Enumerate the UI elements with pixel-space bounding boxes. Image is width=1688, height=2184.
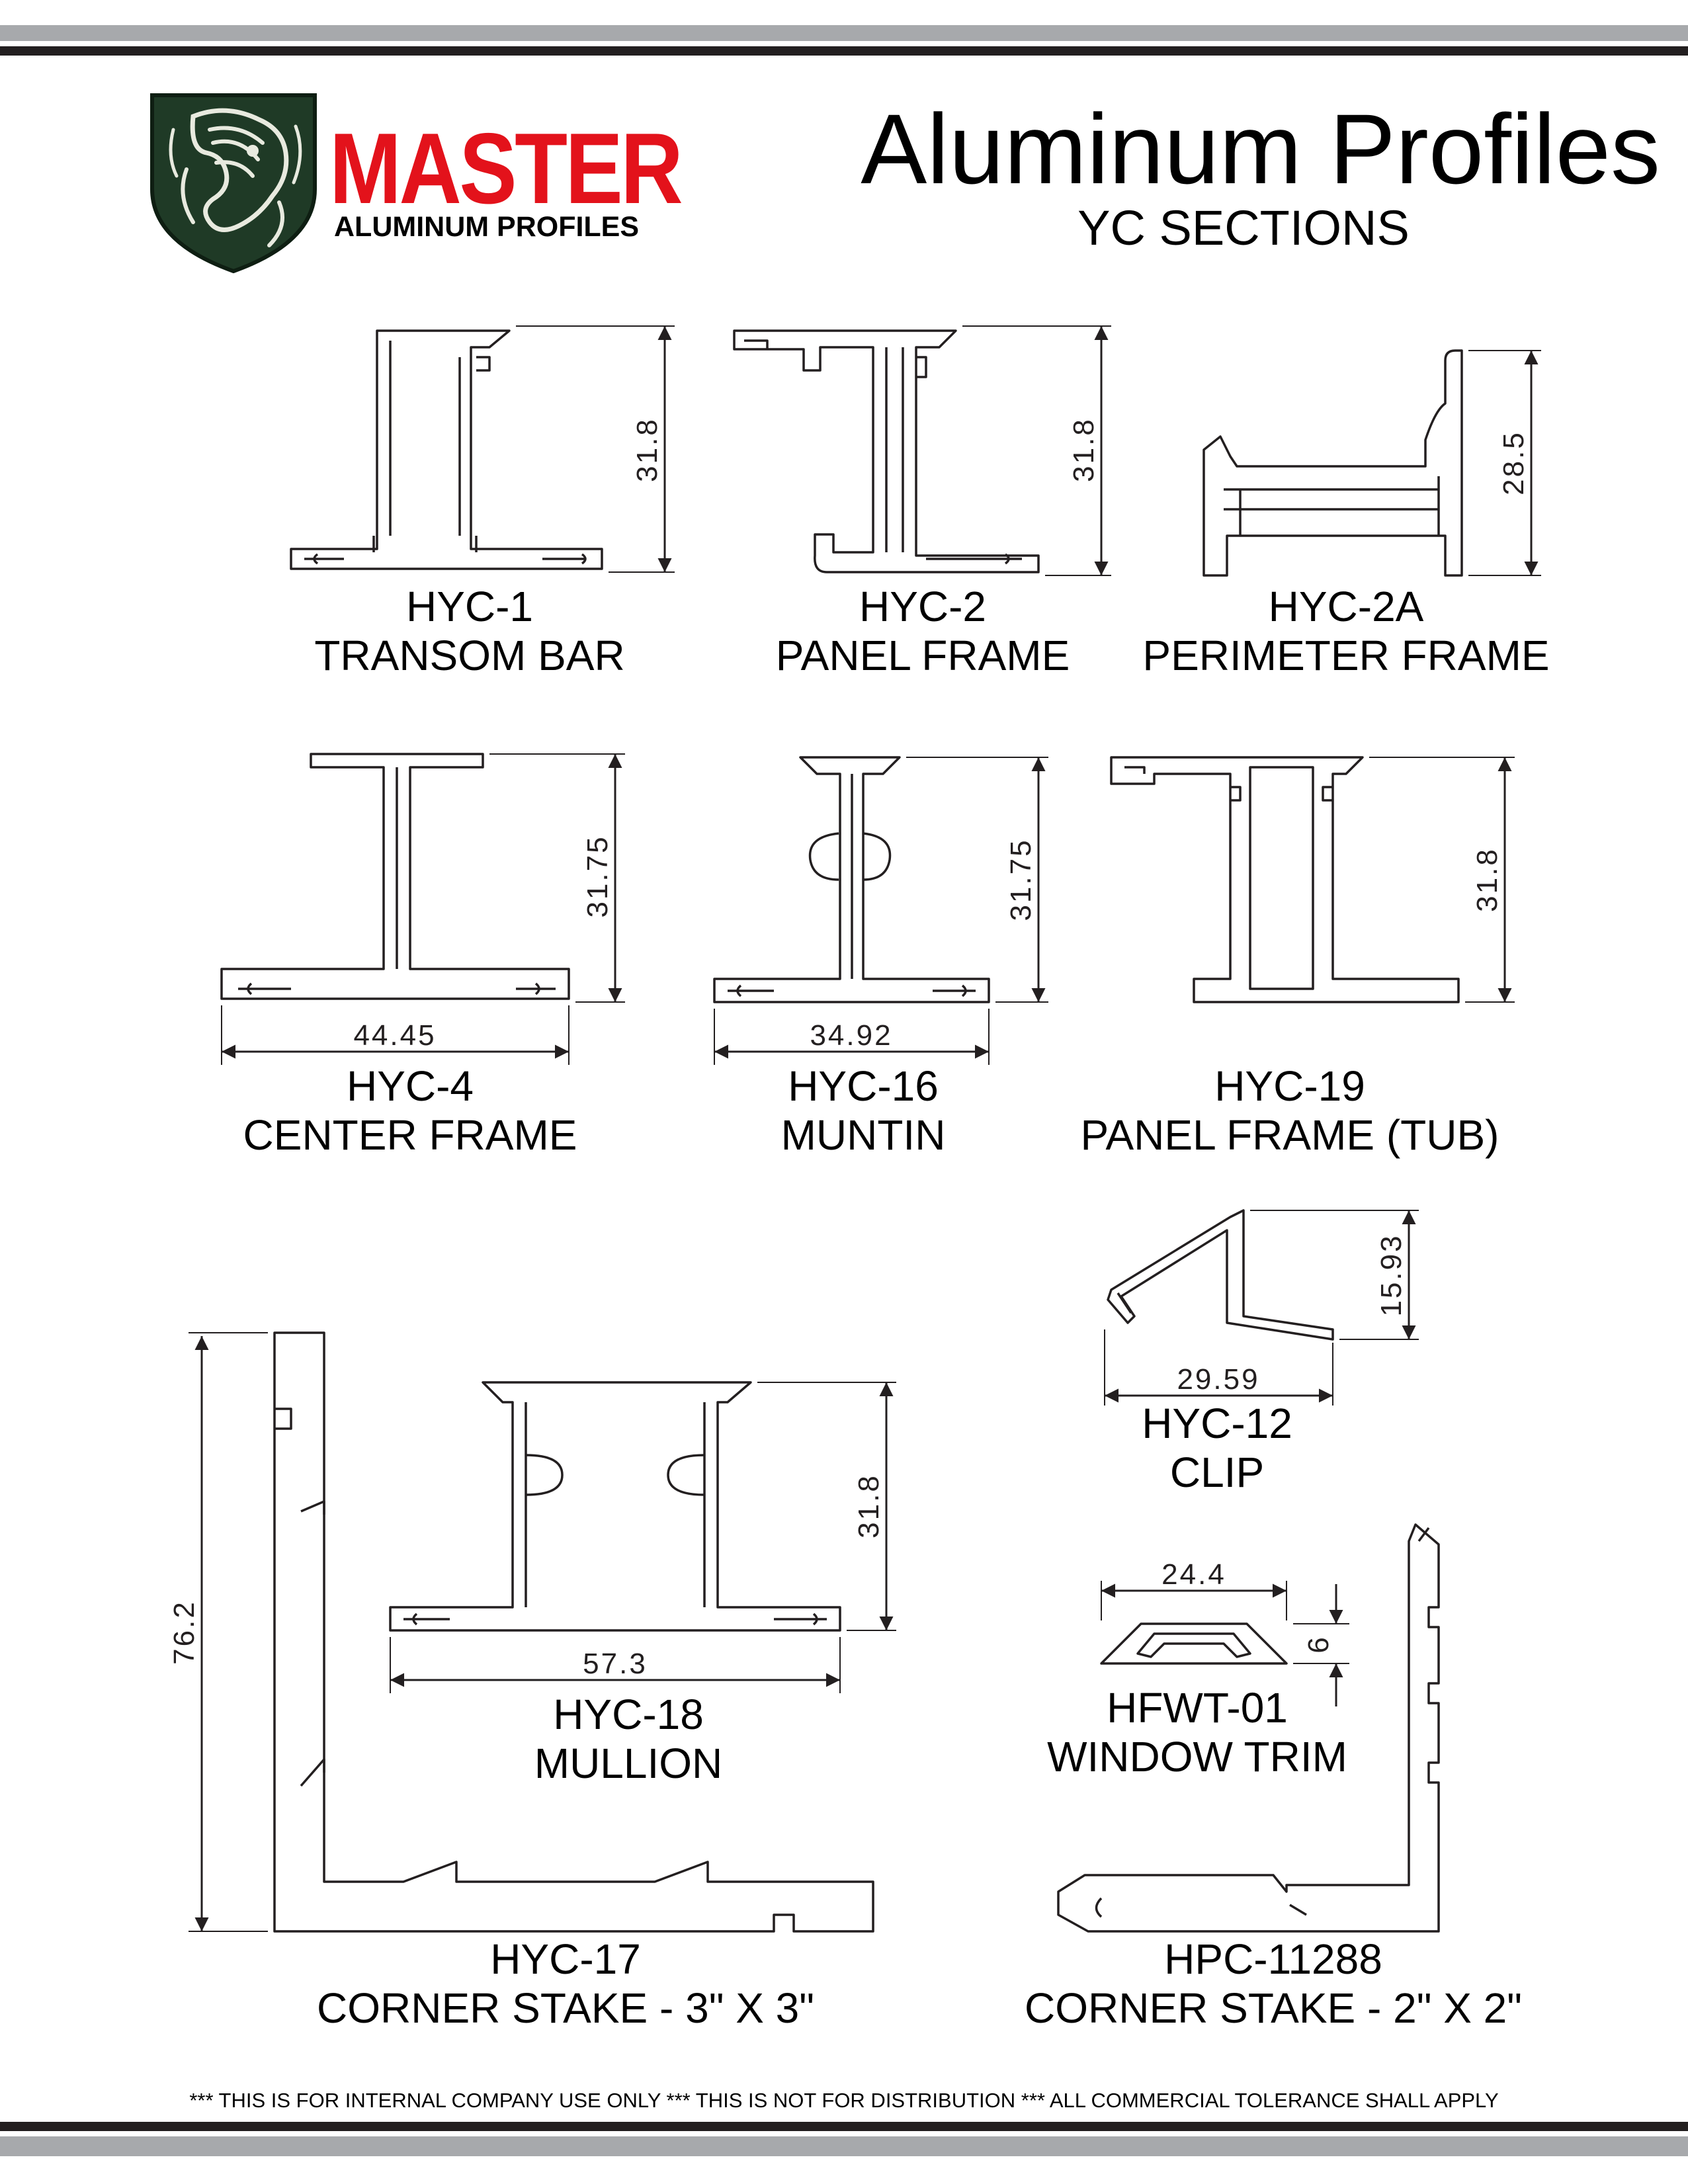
hyc-16-dim-width: 34.92: [810, 1019, 892, 1052]
hyc-18-dim-width: 57.3: [583, 1648, 648, 1680]
hyc-2a-name: PERIMETER FRAME: [1142, 632, 1550, 679]
hyc-16-name: MUNTIN: [781, 1111, 946, 1159]
hyc-18-label: HYC-18 MULLION: [463, 1690, 794, 1788]
hyc-16-dim-height: 31.75: [1005, 838, 1037, 921]
hyc-2-name: PANEL FRAME: [775, 632, 1070, 679]
hyc-17-profile: [273, 1331, 874, 1933]
hyc-18-name: MULLION: [534, 1740, 723, 1787]
footer-disclaimer: *** THIS IS FOR INTERNAL COMPANY USE ONL…: [189, 2089, 1499, 2112]
hfwt-01-dim-height: 6: [1302, 1635, 1335, 1653]
hfwt-01-code: HFWT-01: [1107, 1684, 1288, 1732]
hyc-19-label: HYC-19 PANEL FRAME (TUB): [1052, 1062, 1528, 1159]
bottom-rule-dark: [0, 2122, 1688, 2131]
hyc-4-code: HYC-4: [346, 1062, 474, 1110]
hyc-1-dim-height: 31.8: [631, 417, 663, 482]
hyc-1-label: HYC-1 TRANSOM BAR: [284, 582, 655, 680]
hyc-19-profile: [1110, 756, 1460, 1003]
hyc-18-dim-height: 31.8: [853, 1474, 885, 1538]
hyc-2-profile: [733, 329, 1040, 573]
hyc-16-code: HYC-16: [788, 1062, 939, 1110]
brand-subtitle: ALUMINUM PROFILES: [334, 211, 640, 243]
hyc-2a-profile: [1203, 349, 1463, 577]
hyc-1-code: HYC-1: [405, 583, 534, 630]
hyc-12-profile: [1107, 1209, 1334, 1341]
hyc-12-dim-height: 15.93: [1375, 1234, 1408, 1316]
hyc-2a-label: HYC-2A PERIMETER FRAME: [1124, 582, 1568, 680]
hpc-11288-label: HPC-11288 CORNER STAKE - 2" X 2": [972, 1935, 1574, 2033]
hpc-11288-profile: [1057, 1523, 1440, 1933]
hyc-1-profile: [290, 329, 603, 570]
page-subtitle: YC SECTIONS: [1077, 200, 1410, 255]
hfwt-01-dim-width: 24.4: [1161, 1558, 1226, 1591]
hyc-17-code: HYC-17: [490, 1935, 641, 1983]
hyc-2-dim-height: 31.8: [1068, 417, 1100, 482]
hyc-2-code: HYC-2: [859, 583, 987, 630]
hyc-12-dim-width: 29.59: [1177, 1363, 1259, 1396]
hyc-16-label: HYC-16 MUNTIN: [714, 1062, 1012, 1159]
hyc-17-name: CORNER STAKE - 3" X 3": [317, 1984, 814, 2032]
hyc-18-code: HYC-18: [553, 1691, 704, 1738]
hyc-12-name: CLIP: [1169, 1449, 1265, 1496]
dragon-shield-logo: [150, 93, 317, 274]
hyc-12-label: HYC-12 CLIP: [1085, 1399, 1349, 1497]
hyc-4-profile: [220, 753, 570, 1000]
hyc-19-name: PANEL FRAME (TUB): [1080, 1111, 1499, 1159]
hyc-2-label: HYC-2 PANEL FRAME: [741, 582, 1105, 680]
hyc-2a-code: HYC-2A: [1268, 583, 1424, 630]
hyc-17-label: HYC-17 CORNER STAKE - 3" X 3": [265, 1935, 866, 2033]
bottom-rule-grey: [0, 2136, 1688, 2156]
hyc-19-code: HYC-19: [1214, 1062, 1365, 1110]
hfwt-01-name: WINDOW TRIM: [1047, 1733, 1347, 1781]
top-rule-dark: [0, 46, 1688, 56]
top-rule-grey: [0, 25, 1688, 41]
brand-name: MASTER: [329, 112, 683, 225]
hyc-4-label: HYC-4 CENTER FRAME: [212, 1062, 609, 1159]
hyc-16-profile: [713, 756, 990, 1003]
hpc-11288-code: HPC-11288: [1164, 1935, 1382, 1983]
hyc-17-dim-height: 76.2: [168, 1600, 200, 1665]
hfwt-01-label: HFWT-01 WINDOW TRIM: [1032, 1683, 1363, 1781]
hyc-4-dim-height: 31.75: [581, 835, 614, 917]
hpc-11288-name: CORNER STAKE - 2" X 2": [1025, 1984, 1522, 2032]
hyc-1-name: TRANSOM BAR: [314, 632, 625, 679]
hyc-19-dim-height: 31.8: [1471, 847, 1503, 912]
hyc-2a-dim-height: 28.5: [1498, 431, 1530, 495]
hyc-4-dim-width: 44.45: [353, 1019, 436, 1052]
hyc-18-profile: [389, 1381, 841, 1632]
hyc-4-name: CENTER FRAME: [243, 1111, 577, 1159]
hyc-12-code: HYC-12: [1142, 1400, 1292, 1447]
hfwt-01-profile: [1100, 1622, 1288, 1665]
page-title: Aluminum Profiles: [861, 93, 1660, 204]
